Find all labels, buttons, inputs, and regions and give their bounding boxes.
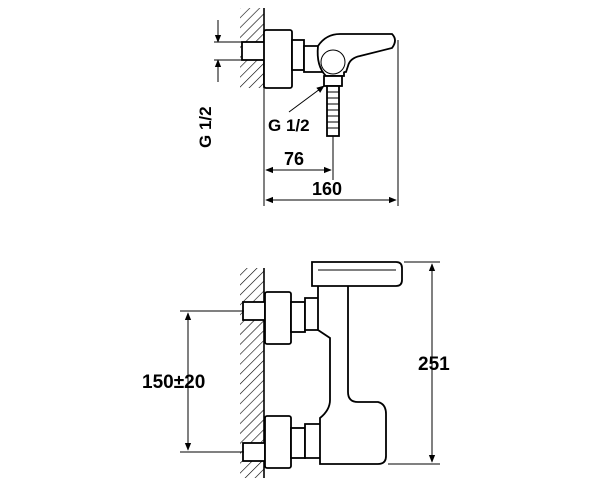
top-view: G 1/2 G 1/2 76 160 <box>196 8 399 206</box>
overall-height-dimension <box>388 261 440 465</box>
eccentric-top <box>263 29 293 89</box>
front-view: 150±20 251 <box>142 261 450 478</box>
inlet-spacing-label: 150±20 <box>142 372 205 393</box>
control-lever-front <box>311 261 403 287</box>
thread-label-left: G 1/2 <box>196 106 215 148</box>
overall-depth-label: 160 <box>312 179 342 199</box>
mixer-body-front <box>317 281 387 465</box>
hose-connector-top <box>323 75 343 137</box>
overall-height-label: 251 <box>418 354 450 375</box>
thread-leader-hose <box>288 85 325 113</box>
thread-label-hose: G 1/2 <box>268 116 310 135</box>
inlet-spacing-dimension <box>180 310 244 453</box>
inlet-depth-label: 76 <box>284 149 304 169</box>
thread-dimension-left <box>214 20 244 82</box>
nut-top <box>291 39 305 71</box>
inlet-connector-top <box>241 41 267 61</box>
